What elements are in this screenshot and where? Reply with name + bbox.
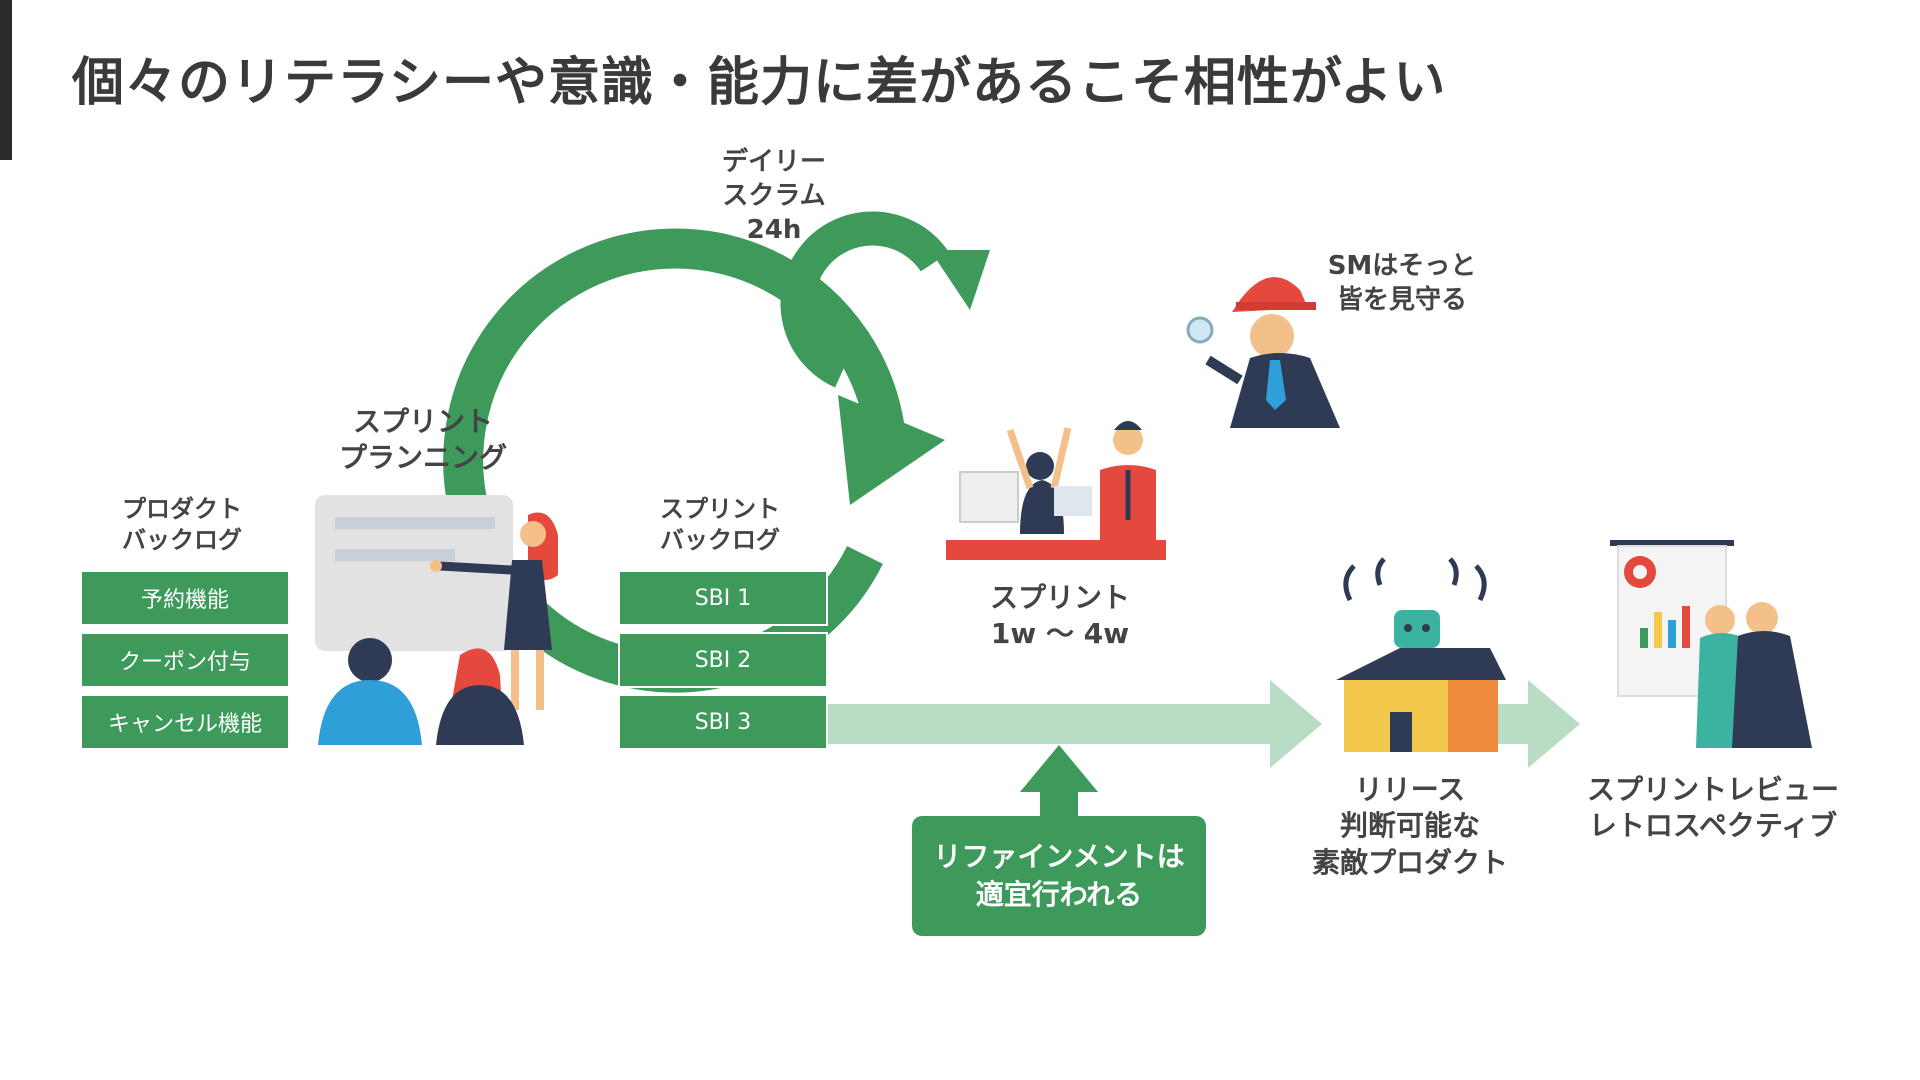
release-label: リリース 判断可能な 素敵プロダクト — [1311, 773, 1508, 879]
product-backlog-item: クーポン付与 — [80, 632, 290, 688]
product-backlog-item: キャンセル機能 — [80, 694, 290, 750]
flow-arrow — [820, 680, 1580, 768]
product-backlog-label: プロダクト バックログ — [122, 495, 242, 555]
refinement-line-1: リファインメントは — [933, 840, 1185, 874]
scrum-master-illustration — [1186, 277, 1340, 428]
daily-scrum-arrow — [780, 211, 990, 388]
team-illustration — [946, 421, 1166, 560]
scrum-master-label: SMはそっと 皆を見守る — [1327, 251, 1477, 315]
accent-bar — [0, 0, 12, 160]
presenter-illustration — [315, 495, 558, 745]
sprint-backlog-item: SBI 1 — [618, 570, 828, 626]
sprint-backlog-label: スプリント バックログ — [660, 495, 780, 555]
product-backlog-item: 予約機能 — [80, 570, 290, 626]
review-illustration — [1610, 540, 1812, 748]
product-box-illustration — [1336, 557, 1506, 752]
refinement-arrow — [1020, 745, 1098, 820]
sprint-planning-label: スプリント プランニング — [338, 405, 507, 475]
sprint-label: スプリント 1w 〜 4w — [989, 581, 1130, 651]
refinement-line-2: 適宜行われる — [975, 878, 1143, 911]
page-title: 個々のリテラシーや意識・能力に差があるこそ相性がよい — [72, 53, 1447, 113]
sprint-backlog-item: SBI 3 — [618, 694, 828, 750]
sprint-backlog-item: SBI 2 — [618, 632, 828, 688]
daily-scrum-label: デイリー スクラム 24h — [721, 147, 826, 245]
refinement-box: リファインメントは 適宜行われる — [912, 816, 1206, 936]
review-label: スプリントレビュー レトロスペクティブ — [1586, 773, 1839, 843]
